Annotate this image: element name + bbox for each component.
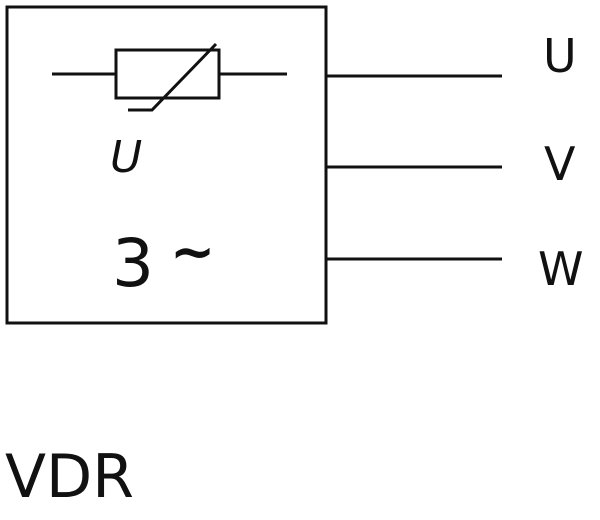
terminal-label-u: U: [543, 29, 577, 83]
component-box: [5, 5, 328, 325]
nonlinear-slash: [128, 42, 218, 112]
phase-count: 3: [112, 225, 154, 302]
terminal-label-w: W: [538, 242, 583, 296]
diagram-caption: VDR: [5, 442, 134, 512]
voltage-dependence-label: U: [110, 132, 142, 183]
ac-symbol: ~: [170, 220, 215, 283]
terminal-label-v: V: [544, 137, 576, 191]
varistor-symbol: [52, 42, 287, 112]
